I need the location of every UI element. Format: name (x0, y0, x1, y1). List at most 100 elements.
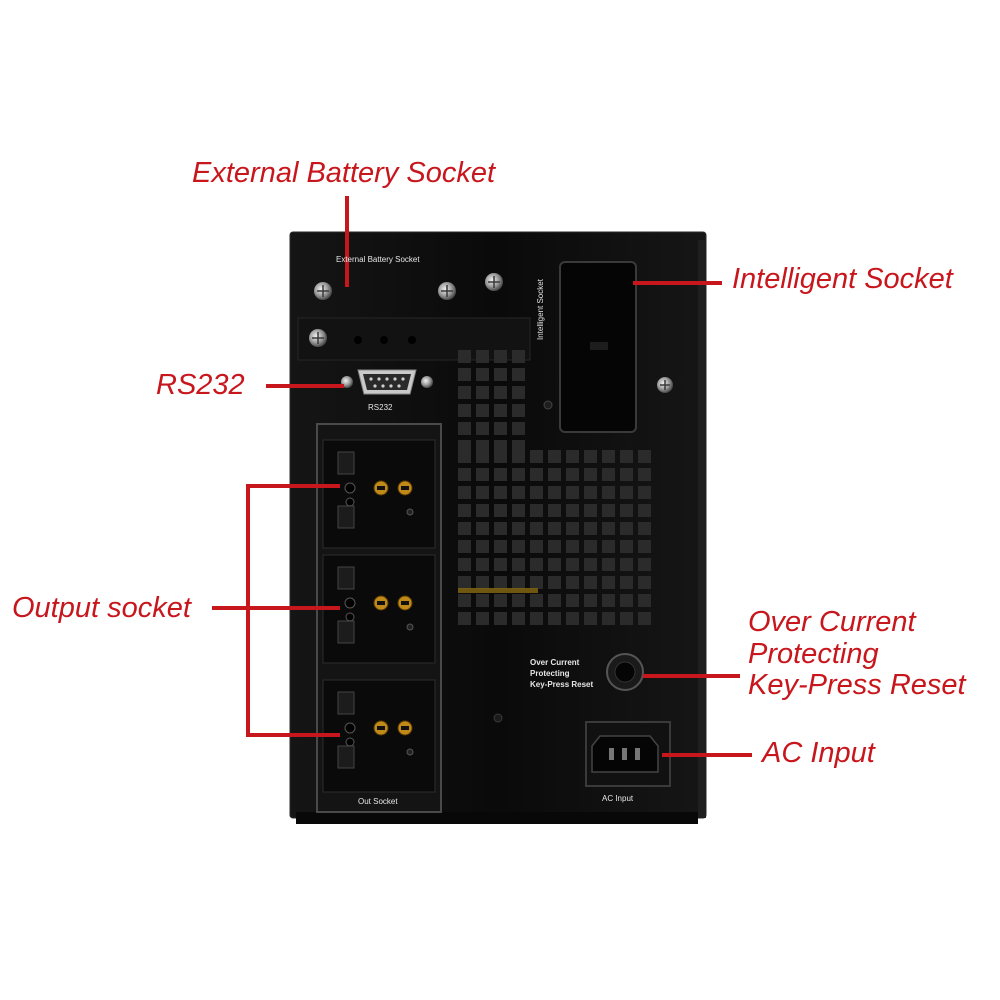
vent-slot (476, 558, 489, 571)
vent-grille-icon (458, 350, 651, 625)
vent-slot (548, 450, 561, 463)
vent-slot (494, 450, 507, 463)
vent-slot (602, 468, 615, 481)
vent-slot (476, 594, 489, 607)
vent-slot (620, 522, 633, 535)
vent-slot (548, 558, 561, 571)
vent-slot (602, 540, 615, 553)
vent-slot (458, 386, 471, 399)
case-mount-hole (493, 713, 503, 723)
vent-slot (566, 504, 579, 517)
vent-slot (638, 522, 651, 535)
reset-button-icon (606, 653, 644, 691)
vent-slot (620, 486, 633, 499)
screw-icon (485, 273, 503, 291)
screw-icon (309, 329, 327, 347)
vent-slot (494, 422, 507, 435)
vent-slot (548, 486, 561, 499)
battery-hole-1 (354, 336, 362, 344)
case-bottom-edge (296, 812, 698, 824)
vent-slot (566, 468, 579, 481)
vent-slot (512, 594, 525, 607)
screw-icon (314, 282, 332, 300)
vent-slot (476, 612, 489, 625)
iec-inlet-icon (591, 735, 659, 773)
vent-slot (476, 468, 489, 481)
vent-slot (476, 486, 489, 499)
vent-slot (530, 576, 543, 589)
vent-slot (476, 404, 489, 417)
vent-slot (458, 440, 471, 453)
vent-slot (620, 612, 633, 625)
vent-slot (638, 540, 651, 553)
panel-label-over-current-1: Over Current (530, 658, 580, 667)
vent-slot (530, 594, 543, 607)
vent-slot (476, 522, 489, 535)
vent-slot (476, 422, 489, 435)
vent-slot (602, 522, 615, 535)
vent-slot (638, 450, 651, 463)
vent-slot (530, 558, 543, 571)
vent-slot (512, 576, 525, 589)
vent-slot (548, 468, 561, 481)
vent-slot (584, 594, 597, 607)
vent-slot (494, 504, 507, 517)
vent-slot (476, 386, 489, 399)
vent-slot (602, 594, 615, 607)
callout-over-current-3: Key-Press Reset (748, 669, 966, 701)
vent-slot (548, 594, 561, 607)
vent-slot (638, 612, 651, 625)
vent-slot (584, 486, 597, 499)
vent-slot (638, 504, 651, 517)
vent-slot (494, 368, 507, 381)
vent-slot (530, 522, 543, 535)
case-right-edge (698, 240, 706, 818)
vent-slot (512, 612, 525, 625)
vent-slot (548, 612, 561, 625)
vent-slot (548, 540, 561, 553)
vent-slot (530, 540, 543, 553)
screw-icon (438, 282, 456, 300)
universal-outlet-icon (322, 679, 436, 793)
vent-slot (476, 368, 489, 381)
vent-slot (512, 450, 525, 463)
vent-slot (494, 350, 507, 363)
vent-slot (566, 522, 579, 535)
vent-slot (602, 504, 615, 517)
vent-slot (602, 612, 615, 625)
vent-slot (458, 522, 471, 535)
vent-slot (566, 450, 579, 463)
vent-slot (530, 504, 543, 517)
vent-slot (548, 522, 561, 535)
vent-slot (494, 612, 507, 625)
vent-slot (566, 576, 579, 589)
vent-slot (494, 486, 507, 499)
vent-slot (494, 594, 507, 607)
vent-slot (530, 486, 543, 499)
vent-slot (638, 486, 651, 499)
vent-slot (584, 576, 597, 589)
vent-slot (458, 368, 471, 381)
panel-label-rs232: RS232 (368, 403, 393, 412)
vent-slot (620, 540, 633, 553)
callout-over-current-1: Over Current (748, 606, 916, 638)
panel-label-ac-input: AC Input (602, 794, 634, 803)
vent-slot (620, 576, 633, 589)
vent-slot (458, 612, 471, 625)
vent-slot (494, 386, 507, 399)
vent-slot (494, 576, 507, 589)
vent-slot (602, 558, 615, 571)
vent-slot (638, 576, 651, 589)
vent-slot (566, 594, 579, 607)
callout-external-battery: External Battery Socket (192, 157, 496, 189)
vent-slot (458, 422, 471, 435)
callout-ac-input: AC Input (762, 737, 875, 769)
vent-slot (458, 504, 471, 517)
vent-slot (476, 450, 489, 463)
vent-slot (476, 540, 489, 553)
vent-slot (494, 440, 507, 453)
vent-slot (458, 350, 471, 363)
vent-slot (494, 522, 507, 535)
vent-slot (512, 440, 525, 453)
